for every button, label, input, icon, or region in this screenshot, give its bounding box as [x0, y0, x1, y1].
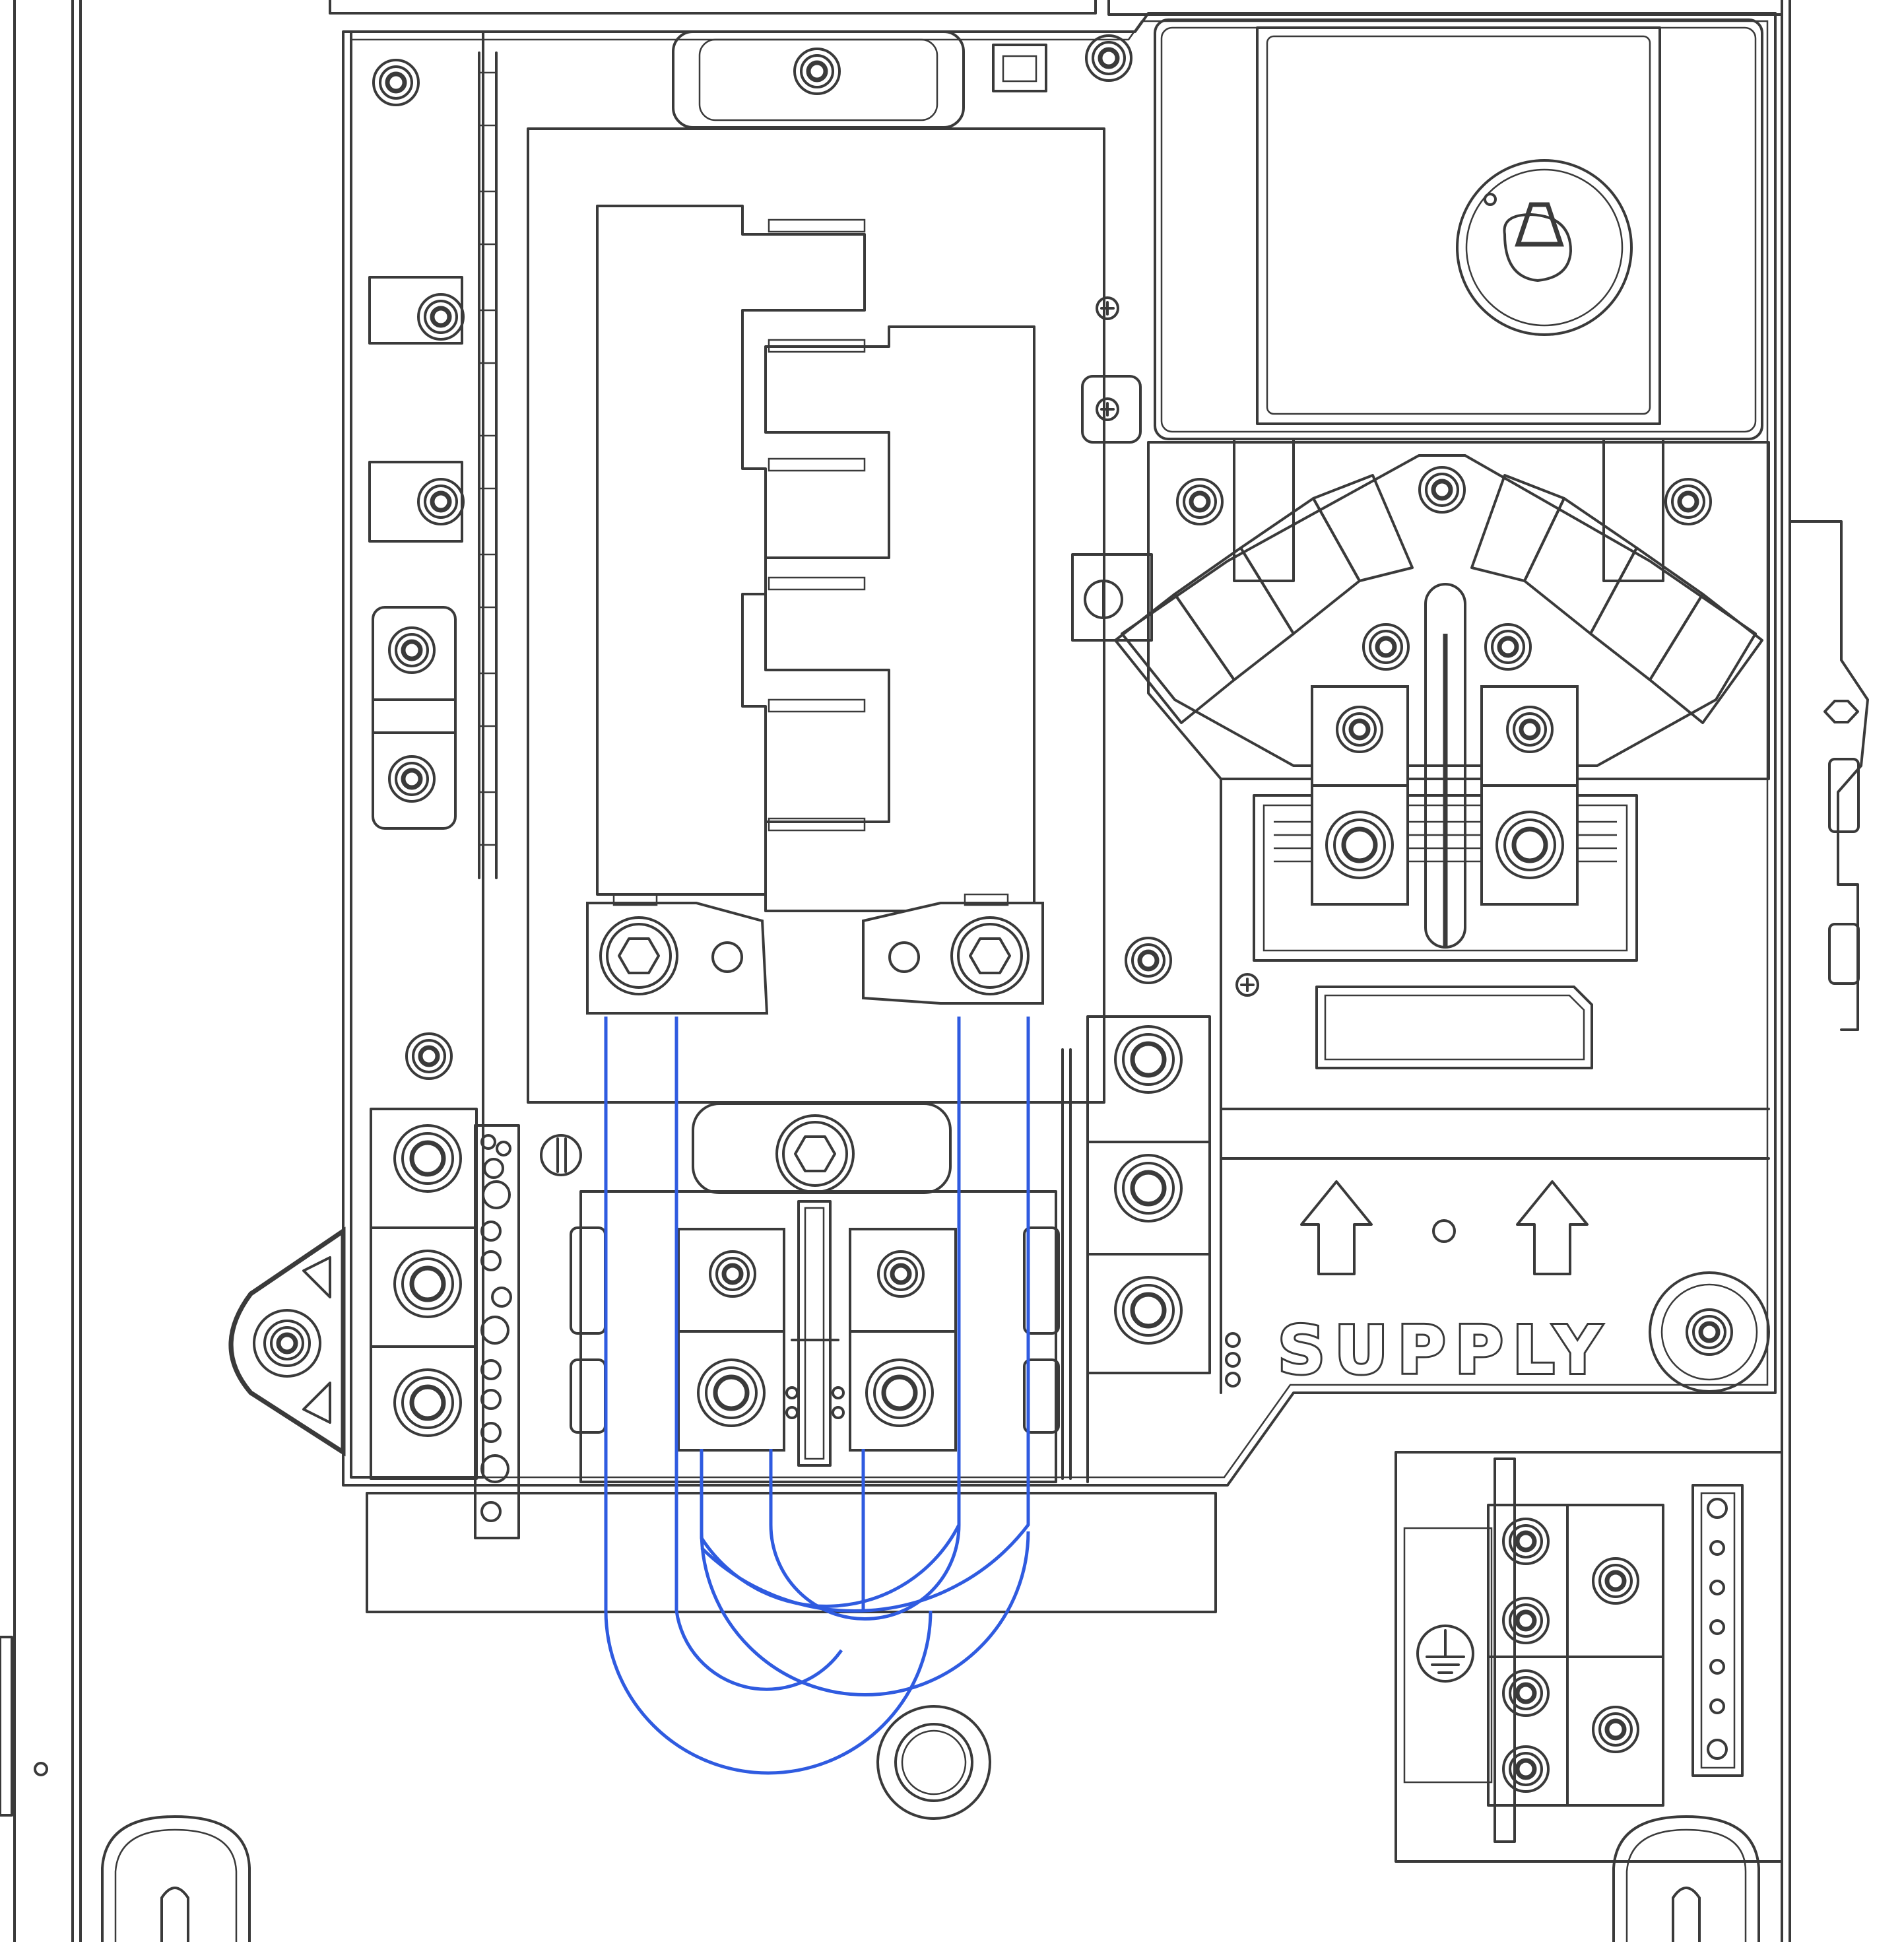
terminal-screw-icon	[395, 1125, 461, 1191]
nut-icon	[1486, 624, 1530, 669]
nut-icon	[1687, 1310, 1732, 1355]
nut-icon	[1666, 479, 1711, 524]
nut-icon	[374, 60, 418, 105]
nut-icon	[1503, 1671, 1548, 1716]
terminal-screw-icon	[1115, 1277, 1181, 1343]
left-rail	[350, 30, 498, 1479]
mounting-ear-left	[228, 1226, 346, 1457]
cable-bridge	[700, 1449, 1030, 1696]
keyhole-slot-left	[101, 1815, 251, 1942]
screw-icon	[1096, 296, 1119, 320]
meter-lug-left	[586, 893, 769, 1015]
knockouts	[876, 1705, 991, 1820]
supply-label: SUPPLY	[1278, 1312, 1610, 1389]
mounting-base	[342, 12, 1777, 1613]
seal-icon	[1484, 193, 1572, 282]
lower-terminal-block	[570, 1048, 1072, 1483]
meter-socket	[1154, 18, 1763, 440]
nut-icon	[418, 479, 463, 524]
neutral-terminal-block	[370, 1108, 582, 1539]
terminal-screw-icon	[1115, 1155, 1181, 1221]
earth-ground-icon	[1416, 1624, 1474, 1683]
terminal-screw-icon	[1115, 1026, 1181, 1092]
keyhole-slot-right	[1612, 1815, 1760, 1942]
nut-icon	[389, 628, 434, 673]
nut-icon	[265, 1321, 310, 1366]
hex-screw-icon	[1823, 700, 1859, 723]
hex-bolt-icon	[775, 1114, 855, 1193]
nut-icon	[407, 1034, 451, 1079]
nut-icon	[1593, 1707, 1638, 1752]
nut-icon	[1086, 36, 1131, 81]
up-arrow-icon	[1516, 1180, 1589, 1275]
earth-terminal-block	[1395, 1451, 1783, 1863]
screw-icon	[1235, 973, 1259, 997]
nut-icon	[1593, 1558, 1638, 1603]
right-terminal-column	[1086, 1015, 1241, 1483]
nut-icon	[1503, 1598, 1548, 1643]
up-arrow-icon	[1300, 1180, 1373, 1275]
nut-icon	[1363, 624, 1408, 669]
terminal-screw-icon	[395, 1251, 461, 1317]
cable-loop-inner	[700, 1017, 1030, 1621]
nut-icon	[389, 756, 434, 801]
nut-icon	[1503, 1747, 1548, 1791]
nut-icon	[1503, 1519, 1548, 1564]
nut-icon	[1126, 938, 1171, 983]
nut-icon	[1177, 479, 1222, 524]
nut-icon	[418, 294, 463, 339]
terminal-screw-icon	[395, 1370, 461, 1436]
screw-icon	[1096, 397, 1119, 421]
meter-lug-right	[862, 893, 1044, 1005]
nut-icon	[1420, 467, 1464, 512]
nut-icon	[795, 49, 839, 94]
supply-marking: SUPPLY	[1276, 1180, 1770, 1393]
supply-terminal-assembly	[1114, 438, 1770, 1394]
